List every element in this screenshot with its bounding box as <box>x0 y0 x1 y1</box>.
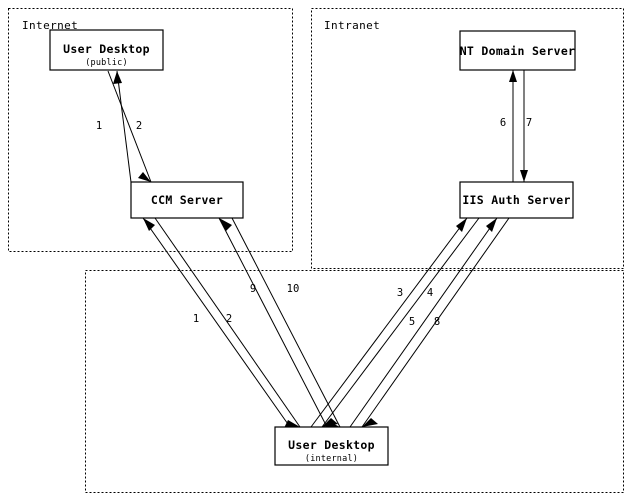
edge-6-iis-to-nt-domain <box>509 70 517 182</box>
edge-4-iis-to-internal-desktop <box>321 217 480 428</box>
node-iis-auth-server-title: IIS Auth Server <box>462 193 570 207</box>
zone-label-internet: Internet <box>22 19 78 32</box>
edge-label-10: 10 <box>287 283 300 295</box>
node-user-desktop-public[interactable]: User Desktop (public) <box>49 29 164 71</box>
edge-1-public-desktop-to-ccm <box>107 70 152 183</box>
zone-internal-boundary <box>85 270 624 493</box>
node-user-desktop-internal[interactable]: User Desktop (internal) <box>274 426 389 466</box>
edge-5-internal-desktop-to-iis <box>349 217 498 428</box>
zone-internet-boundary <box>8 8 293 252</box>
node-iis-auth-server[interactable]: IIS Auth Server <box>459 181 574 219</box>
node-nt-domain-server[interactable]: NT Domain Server <box>459 30 576 71</box>
edge-label-9: 9 <box>250 283 256 295</box>
edge-10-ccm-to-internal-desktop <box>231 217 341 429</box>
zone-intranet-boundary <box>311 8 624 269</box>
edge-label-3: 3 <box>397 287 403 299</box>
node-user-desktop-internal-title: User Desktop <box>288 438 375 452</box>
edge-label-1-public: 1 <box>96 120 102 132</box>
node-nt-domain-server-title: NT Domain Server <box>460 44 576 58</box>
edge-label-6: 6 <box>500 117 506 129</box>
edge-2-ccm-to-public-desktop <box>113 70 132 183</box>
edge-label-8: 8 <box>434 316 440 328</box>
zone-label-intranet: Intranet <box>324 19 380 32</box>
edge-label-2-public: 2 <box>136 120 142 132</box>
node-user-desktop-internal-subtitle: (internal) <box>305 454 358 464</box>
node-ccm-server-title: CCM Server <box>151 193 223 207</box>
edge-1-internal-desktop-to-ccm <box>142 217 291 428</box>
edge-3-internal-desktop-to-iis <box>310 217 468 428</box>
edge-9-internal-desktop-to-ccm <box>218 217 328 428</box>
node-user-desktop-public-title: User Desktop <box>63 42 150 56</box>
edge-2-ccm-to-internal-desktop <box>154 217 301 428</box>
edge-label-1-internal: 1 <box>193 313 199 325</box>
edge-7-nt-domain-to-iis <box>520 70 528 182</box>
node-ccm-server[interactable]: CCM Server <box>130 181 244 219</box>
edge-label-2-internal: 2 <box>226 313 232 325</box>
node-user-desktop-public-subtitle: (public) <box>85 58 128 68</box>
edge-8-iis-to-internal-desktop <box>361 217 510 428</box>
edge-label-7: 7 <box>526 117 532 129</box>
edge-label-4: 4 <box>427 287 433 299</box>
edge-label-5: 5 <box>409 316 415 328</box>
